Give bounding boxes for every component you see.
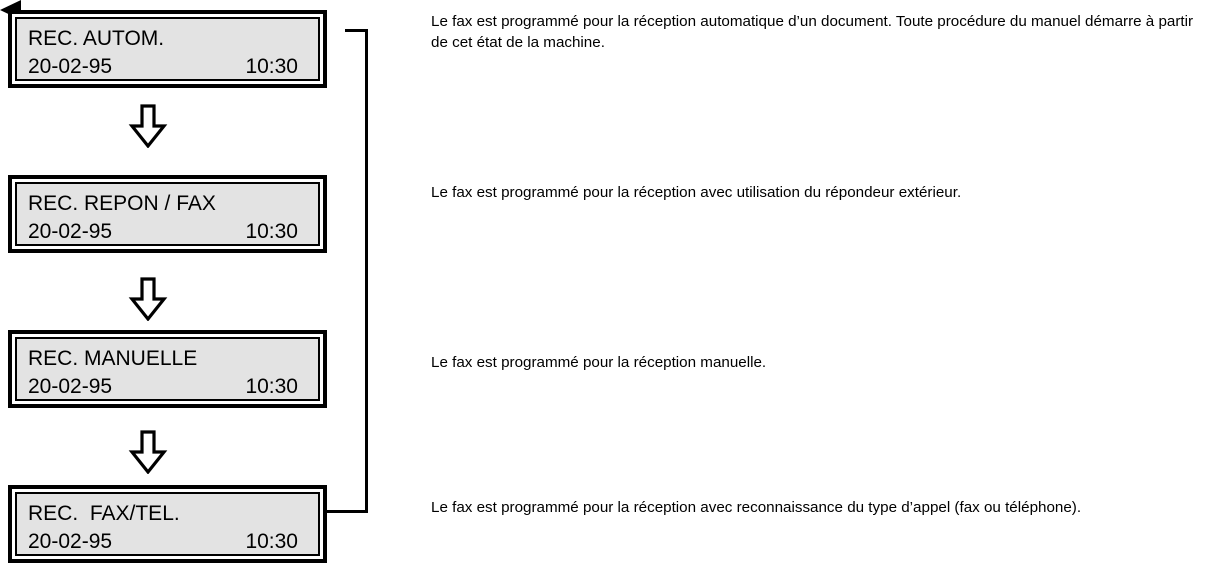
step-description: Le fax est programmé pour la réception m… [431,354,767,371]
lcd-status-line: 20-02-95 10:30 [28,376,307,460]
loop-wire-vertical [365,29,368,513]
arrow-down-outline-icon [128,430,168,475]
lcd-status-line: 20-02-95 10:30 [28,531,307,581]
arrow-down-outline-icon [128,277,168,322]
arrow-down-outline-icon [128,104,168,149]
lcd-display-panel: REC. MANUELLE 20-02-95 10:30 [8,330,327,408]
lcd-time: 10:30 [245,375,298,398]
step-description: Le fax est programmé pour la réception a… [431,13,1194,51]
lcd-title-line: REC. FAX/TEL. [28,502,180,525]
lcd-screen: REC. REPON / FAX 20-02-95 10:30 [15,182,320,246]
lcd-date: 20-02-95 [28,55,113,78]
lcd-date: 20-02-95 [28,530,113,553]
step-description: Le fax est programmé pour la réception a… [431,499,1082,516]
lcd-screen: REC. MANUELLE 20-02-95 10:30 [15,337,320,401]
lcd-title-line: REC. AUTOM. [28,27,165,50]
lcd-time: 10:30 [245,530,298,553]
lcd-title-line: REC. MANUELLE [28,347,198,370]
lcd-date: 20-02-95 [28,375,113,398]
lcd-title-line: REC. REPON / FAX [28,192,216,215]
lcd-date: 20-02-95 [28,220,113,243]
step-description: Le fax est programmé pour la réception a… [431,184,962,201]
lcd-status-line: 20-02-95 10:30 [28,56,307,140]
lcd-screen: REC. AUTOM. 20-02-95 10:30 [15,17,320,81]
lcd-display-panel: REC. FAX/TEL. 20-02-95 10:30 [8,485,327,563]
lcd-display-panel: REC. REPON / FAX 20-02-95 10:30 [8,175,327,253]
lcd-status-line: 20-02-95 10:30 [28,221,307,305]
lcd-time: 10:30 [245,220,298,243]
loop-wire-top [345,29,368,32]
loop-wire-bottom [327,510,368,513]
lcd-screen: REC. FAX/TEL. 20-02-95 10:30 [15,492,320,556]
lcd-time: 10:30 [245,55,298,78]
lcd-display-panel: REC. AUTOM. 20-02-95 10:30 [8,10,327,88]
